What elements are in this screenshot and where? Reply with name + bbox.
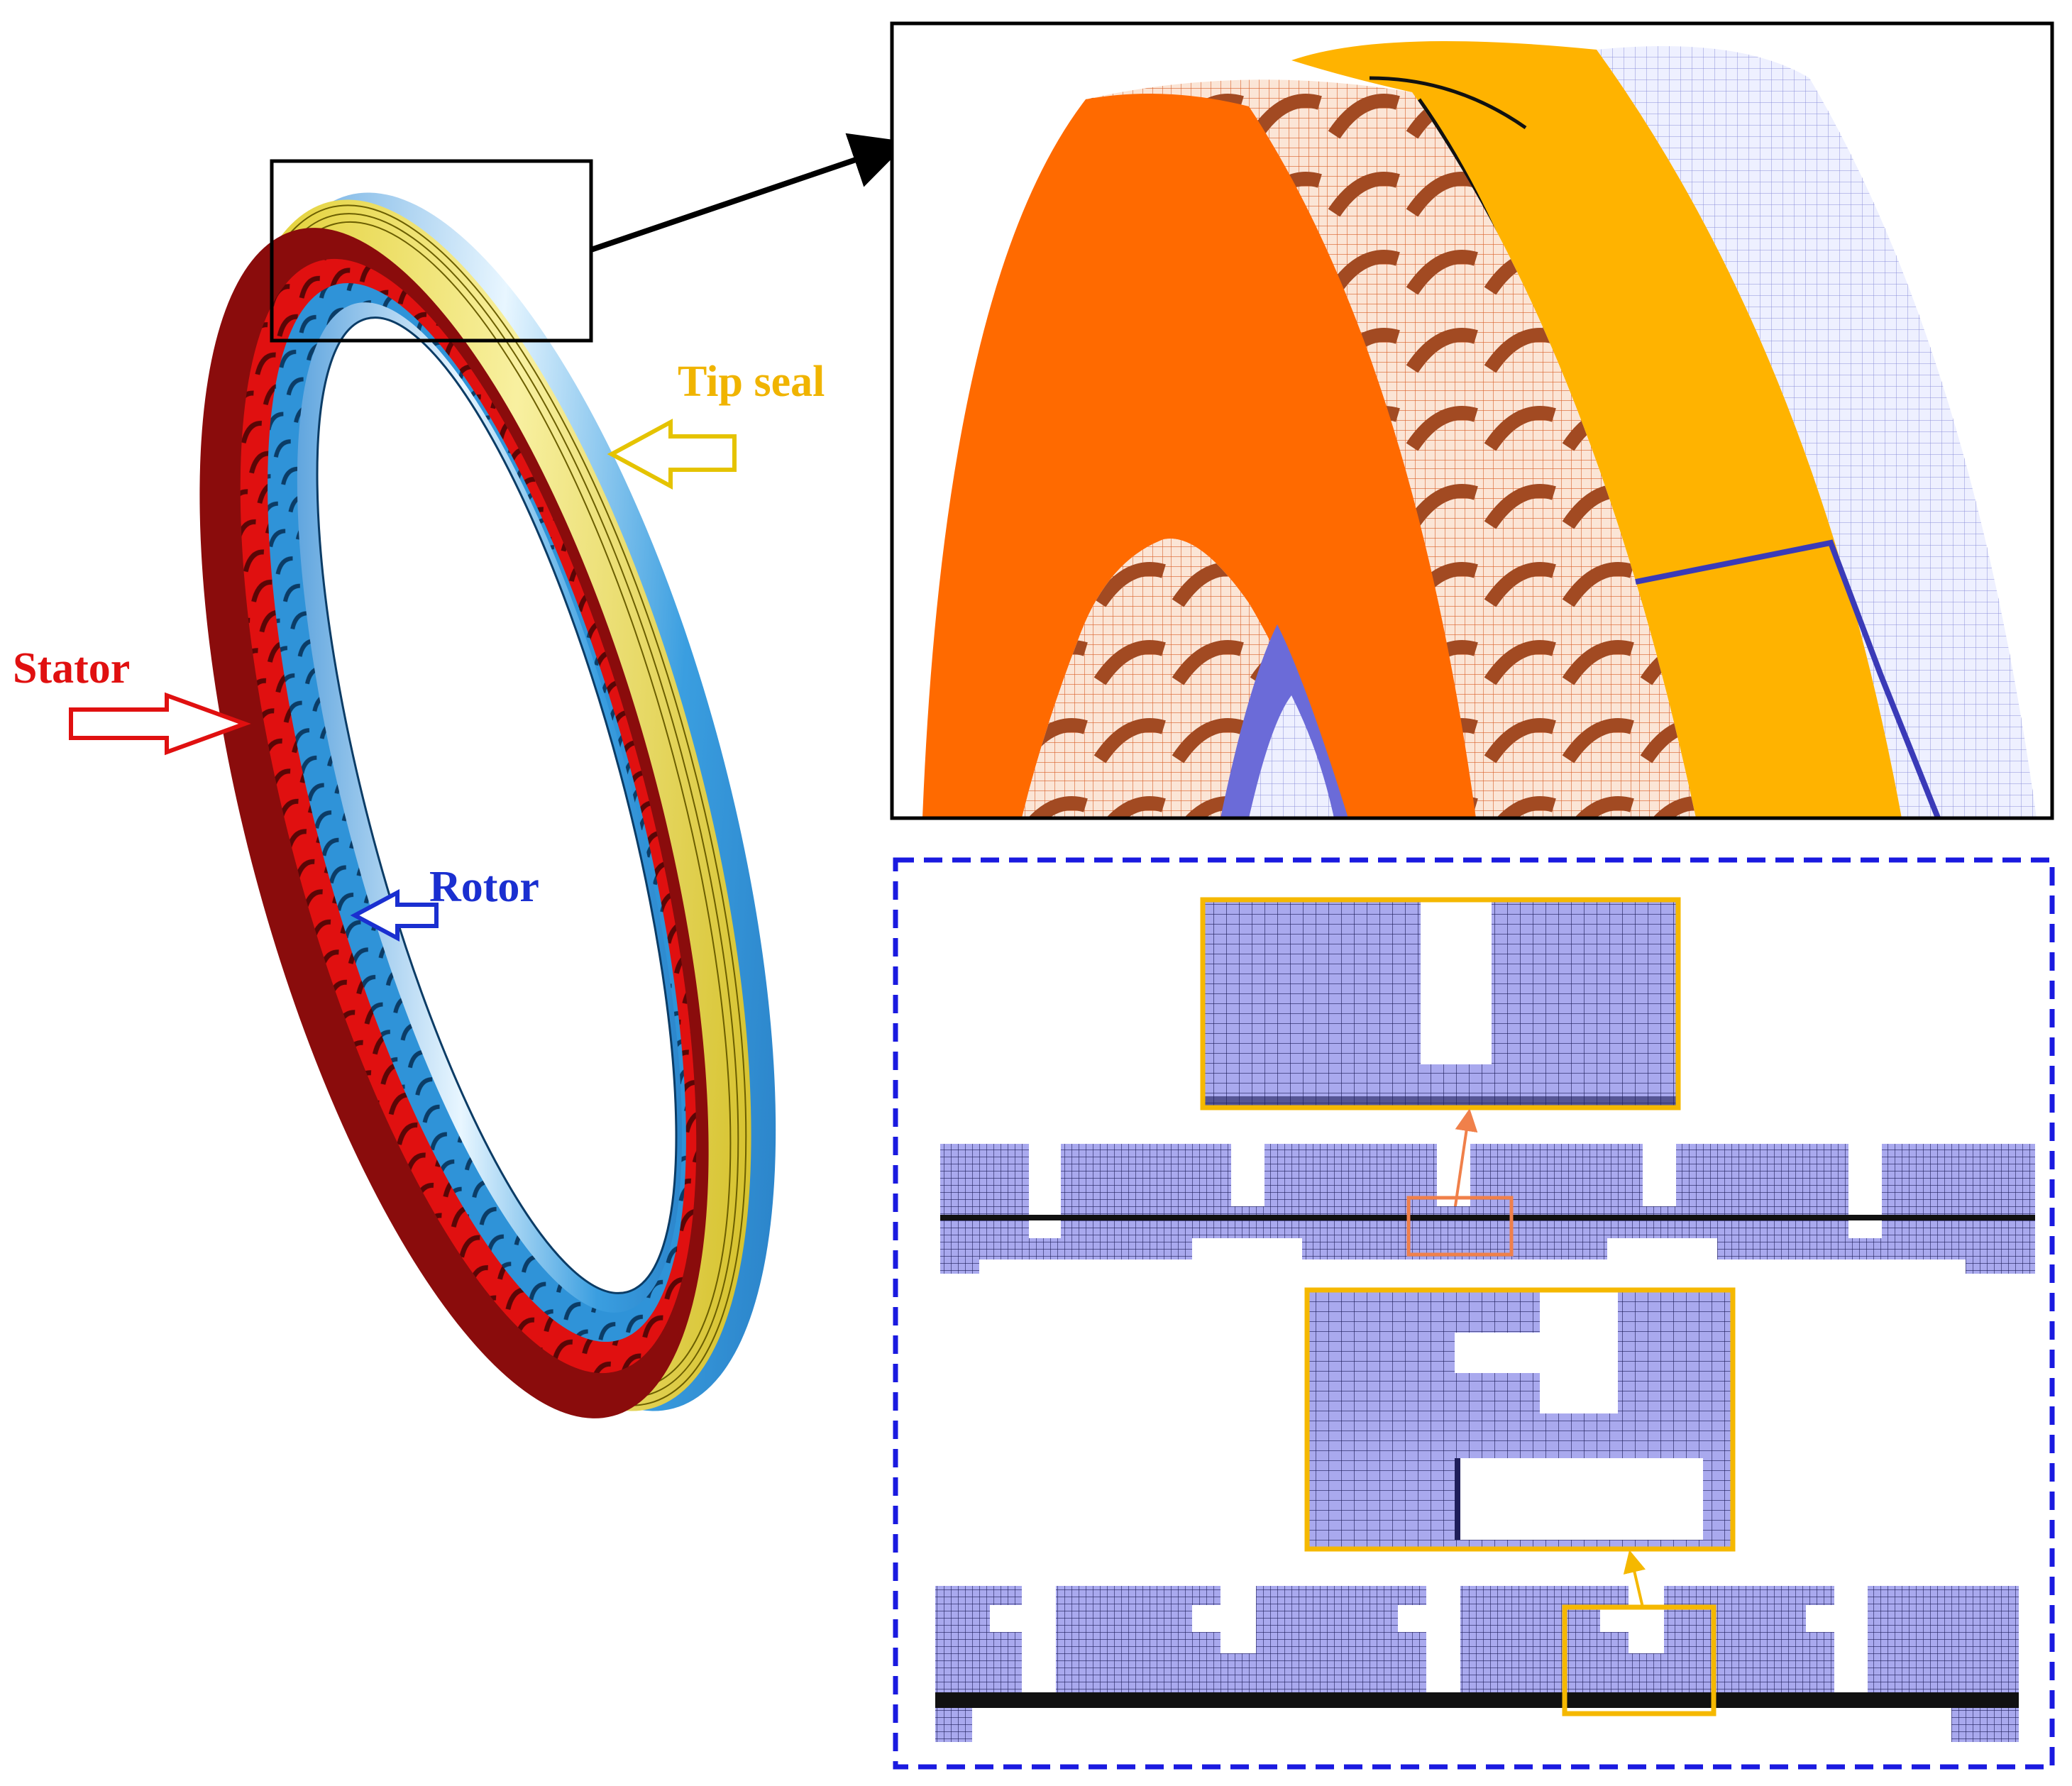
ring-hole [317, 317, 676, 1294]
lower-labyrinth-mesh [935, 1586, 2019, 1742]
ring-callout-box [270, 159, 593, 343]
upper-zoom-arrow-icon [1452, 1108, 1478, 1221]
lower-seal-zoom [1304, 1287, 1736, 1552]
stator-label: Stator [13, 644, 130, 693]
seal-detail-frame [893, 857, 2055, 1770]
ring-model [199, 192, 776, 1418]
tip-seal-arrow-icon [607, 418, 737, 490]
upper-seal-zoom [1200, 897, 1681, 1110]
rotor-arrow-icon [350, 889, 439, 942]
upper-labyrinth-mesh [940, 1144, 2035, 1274]
stator-surface [922, 94, 1476, 818]
section-indicator [1635, 539, 1941, 818]
rotor-label: Rotor [429, 863, 539, 911]
tip-seal-mesh [1291, 41, 1902, 818]
zoom-arrow-icon [590, 133, 909, 253]
lower-zoom-arrow-icon [1623, 1550, 1646, 1608]
rotor-casing-mesh [1597, 46, 2037, 818]
stator-arrow-icon [69, 692, 251, 756]
mesh-zoom-panel [890, 21, 2054, 820]
tip-seal-label: Tip seal [678, 358, 825, 406]
